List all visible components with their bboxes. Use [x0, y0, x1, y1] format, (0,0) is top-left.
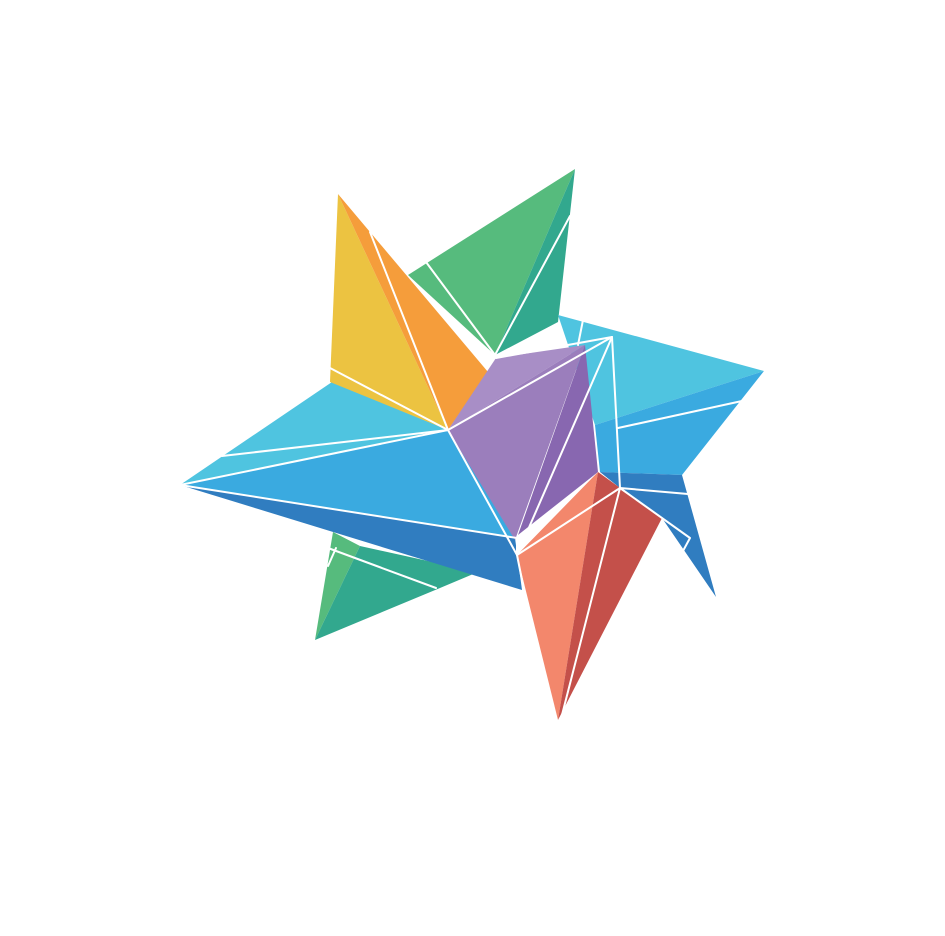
edge-line [516, 336, 613, 556]
edge-line [619, 487, 691, 576]
edge-line [447, 336, 613, 431]
white-edge-lines [179, 215, 743, 716]
green-bottom-spike [315, 532, 478, 640]
green-top-spike-right-face [495, 169, 575, 355]
edge-line [611, 336, 621, 489]
edge-line [516, 487, 621, 556]
blue-right-arm-lower-face [600, 472, 716, 597]
edge-line [617, 400, 743, 429]
edge-line [447, 429, 518, 556]
green-bottom-spike-right-face [315, 546, 478, 640]
yellow-spike-right-face [338, 194, 488, 430]
purple-pyramid-side-face [518, 345, 598, 535]
green-bottom-spike-left-face [315, 532, 360, 640]
edge-line [577, 319, 584, 346]
red-spike-right-face [558, 472, 662, 720]
edge-line [495, 336, 613, 359]
edge-line [516, 554, 525, 591]
edge-line [369, 231, 449, 431]
blue-left-arm-bottom-face [180, 485, 522, 590]
green-top-spike [408, 169, 575, 355]
edge-line [179, 429, 449, 486]
red-bottom-spike [517, 472, 662, 720]
yellow-spike-left-face [330, 194, 448, 430]
blue-left-arm-front-face [180, 430, 515, 540]
edge-line [494, 215, 571, 356]
purple-pyramid-front-face [448, 345, 585, 540]
edge-line [561, 487, 621, 716]
edge-line [221, 429, 449, 457]
edge-line [327, 547, 437, 589]
edge-line [179, 484, 518, 556]
edge-line [619, 487, 689, 495]
blue-left-arm-top-face [180, 382, 448, 485]
edge-line [329, 367, 449, 431]
yellow-spike [330, 194, 488, 430]
edge-line [327, 547, 337, 567]
red-spike-left-face [517, 472, 598, 720]
purple-center-pyramid [448, 345, 598, 540]
green-top-spike-left-face [408, 169, 575, 355]
blue-right-arm-front-face [595, 371, 764, 475]
blue-left-arm [180, 382, 522, 590]
edge-line [425, 261, 496, 356]
